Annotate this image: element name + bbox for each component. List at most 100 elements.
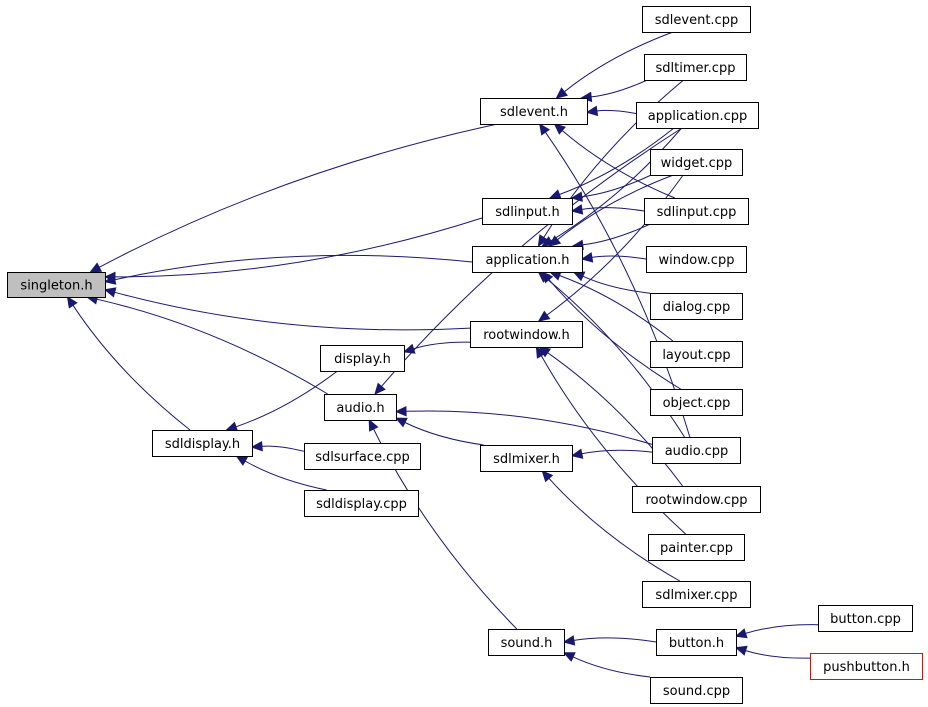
node-label: window.cpp: [659, 253, 735, 268]
node-audio-cpp[interactable]: audio.cpp: [652, 437, 741, 464]
node-box[interactable]: [488, 629, 565, 656]
node-widget-cpp[interactable]: widget.cpp: [650, 149, 743, 176]
arrowhead-icon: [572, 271, 586, 282]
arrowhead-icon: [734, 645, 748, 656]
node-sdlinput-h[interactable]: sdlinput.h: [482, 198, 573, 225]
arrowhead-icon: [103, 274, 117, 285]
arrowhead-icon: [537, 310, 551, 322]
edge-sdlinput_cpp-to-sdlevent_h: [553, 123, 676, 199]
node-box[interactable]: [656, 629, 737, 656]
node-rootwindow-cpp[interactable]: rootwindow.cpp: [632, 486, 761, 513]
node-box[interactable]: [480, 445, 573, 472]
node-box[interactable]: [648, 534, 745, 561]
node-sdlevent-h[interactable]: sdlevent.h: [480, 98, 588, 125]
arrowhead-icon: [103, 287, 117, 298]
node-singleton-h[interactable]: singleton.h: [7, 272, 106, 298]
edge-line: [114, 254, 473, 281]
edge-line: [96, 298, 328, 395]
node-button-cpp[interactable]: button.cpp: [818, 605, 913, 632]
node-box[interactable]: [642, 581, 751, 608]
node-box[interactable]: [480, 98, 588, 125]
edge-dialog_cpp-to-application_h: [572, 271, 651, 294]
arrowhead-icon: [570, 448, 584, 459]
node-layout-cpp[interactable]: layout.cpp: [650, 341, 743, 368]
edge-sdlsurface_cpp-to-sdldisplay_h: [250, 440, 305, 452]
arrowhead-icon: [570, 204, 584, 215]
node-display-h[interactable]: display.h: [320, 345, 405, 372]
node-box[interactable]: [152, 430, 253, 457]
node-label: sdlinput.cpp: [657, 205, 737, 220]
node-button-h[interactable]: button.h: [656, 629, 737, 656]
node-label: dialog.cpp: [663, 300, 730, 315]
arrowhead-icon: [555, 87, 568, 99]
node-label: sdlinput.h: [495, 205, 559, 220]
node-label: singleton.h: [20, 279, 92, 294]
node-box[interactable]: [642, 6, 751, 33]
node-dialog-cpp[interactable]: dialog.cpp: [650, 293, 743, 320]
node-box[interactable]: [482, 198, 573, 225]
node-sdlmixer-h[interactable]: sdlmixer.h: [480, 445, 573, 472]
edge-line: [561, 130, 676, 199]
node-box[interactable]: [472, 246, 583, 273]
node-sdldisplay-h[interactable]: sdldisplay.h: [152, 430, 253, 457]
node-box[interactable]: [650, 149, 743, 176]
node-box[interactable]: [650, 389, 743, 416]
edge-line: [573, 637, 657, 643]
node-label: rootwindow.cpp: [646, 493, 748, 508]
node-box[interactable]: [320, 345, 405, 372]
arrowhead-icon: [225, 421, 239, 432]
node-pushbutton-h[interactable]: pushbutton.h: [810, 653, 923, 680]
node-box[interactable]: [470, 321, 583, 348]
node-audio-h[interactable]: audio.h: [324, 394, 397, 421]
node-sdlevent-cpp[interactable]: sdlevent.cpp: [642, 6, 751, 33]
node-sdldisplay-cpp[interactable]: sdldisplay.cpp: [304, 490, 419, 517]
node-window-cpp[interactable]: window.cpp: [646, 246, 747, 273]
node-box[interactable]: [650, 341, 743, 368]
node-box[interactable]: [304, 443, 421, 470]
node-sound-h[interactable]: sound.h: [488, 629, 565, 656]
edge-line: [596, 109, 637, 114]
edge-rootwindow_h-to-display_h: [402, 341, 471, 354]
edge-line: [557, 174, 674, 241]
node-application-h[interactable]: application.h: [472, 246, 583, 273]
node-box[interactable]: [818, 605, 913, 632]
node-application-cpp[interactable]: application.cpp: [636, 102, 759, 129]
node-sound-cpp[interactable]: sound.cpp: [650, 677, 743, 704]
edge-sdlinput_h-to-singleton_h: [103, 217, 483, 283]
node-box[interactable]: [644, 198, 749, 225]
arrowhead-icon: [585, 105, 599, 117]
node-box[interactable]: [636, 102, 759, 129]
node-sdlsurface-cpp[interactable]: sdlsurface.cpp: [304, 443, 421, 470]
arrowhead-icon: [539, 122, 551, 136]
edge-audio_cpp-to-audio_h: [394, 406, 653, 445]
node-sdltimer-cpp[interactable]: sdltimer.cpp: [644, 54, 747, 81]
node-box[interactable]: [644, 54, 747, 81]
node-object-cpp[interactable]: object.cpp: [650, 389, 743, 416]
node-label: audio.h: [336, 401, 384, 416]
edge-widget_cpp-to-rootwindow_h: [537, 174, 684, 322]
node-sdlinput-cpp[interactable]: sdlinput.cpp: [644, 198, 749, 225]
node-box[interactable]: [304, 490, 419, 517]
node-label: painter.cpp: [660, 541, 733, 556]
arrowhead-icon: [553, 123, 566, 135]
node-box[interactable]: [810, 653, 923, 680]
node-box[interactable]: [324, 394, 397, 421]
node-box[interactable]: [650, 677, 743, 704]
node-label: sdlevent.cpp: [655, 13, 738, 28]
node-box[interactable]: [652, 437, 741, 464]
node-box[interactable]: [650, 293, 743, 320]
node-rootwindow-h[interactable]: rootwindow.h: [470, 321, 583, 348]
node-box[interactable]: [7, 272, 106, 298]
edge-sdlmixer_cpp-to-sdlmixer_h: [541, 470, 681, 582]
node-painter-cpp[interactable]: painter.cpp: [648, 534, 745, 561]
edge-sdlevent_h-to-singleton_h: [89, 123, 498, 273]
node-box[interactable]: [632, 486, 761, 513]
node-sdlmixer-cpp[interactable]: sdlmixer.cpp: [642, 581, 751, 608]
node-box[interactable]: [646, 246, 747, 273]
arrowhead-icon: [537, 234, 549, 248]
arrowhead-icon: [535, 345, 547, 359]
edge-line: [546, 174, 684, 316]
node-label: sound.cpp: [663, 684, 730, 699]
edge-line: [98, 123, 498, 268]
arrowhead-icon: [537, 271, 550, 283]
